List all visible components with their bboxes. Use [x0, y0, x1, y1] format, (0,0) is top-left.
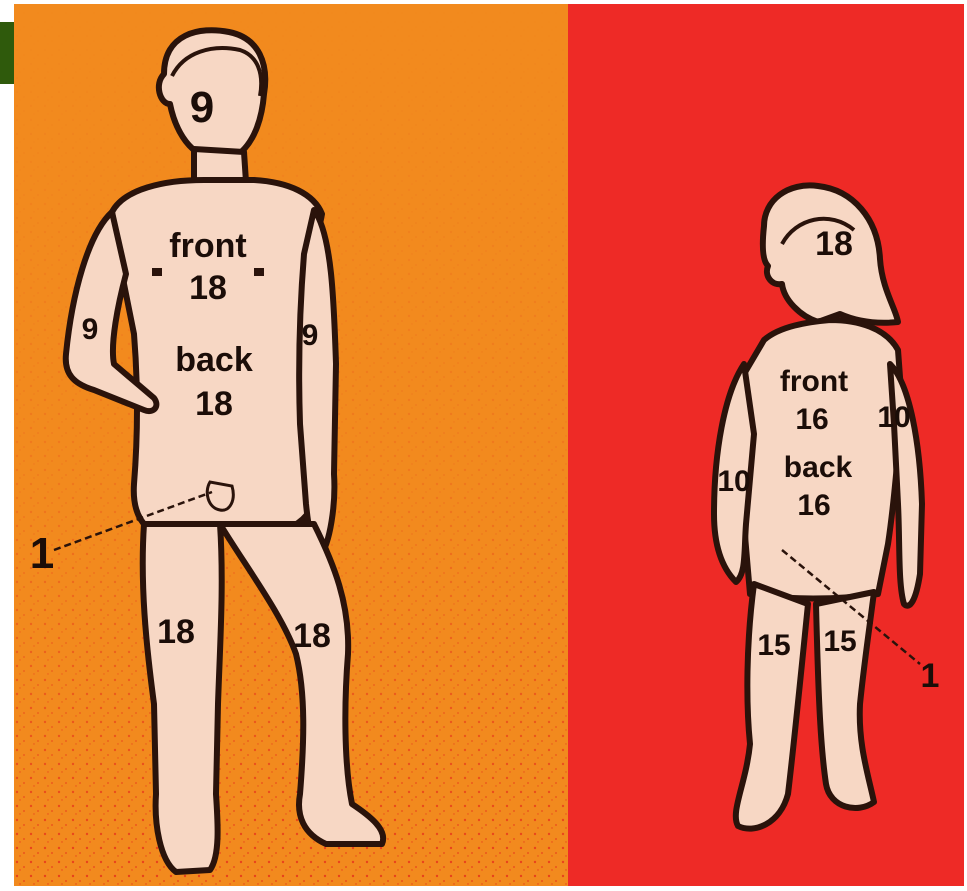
adult-chest-mark-right [254, 268, 264, 276]
child-back-label: back [784, 453, 852, 483]
adult-panel: 9 front 18 back 18 9 9 1 18 18 [14, 4, 568, 886]
adult-left-arm [299, 210, 336, 556]
child-head-percent: 18 [815, 227, 853, 261]
child-right-leg-percent: 15 [757, 631, 790, 661]
adult-front-percent: 18 [189, 271, 227, 305]
child-figure-drawing [568, 4, 964, 886]
adult-back-percent: 18 [195, 387, 233, 421]
child-back-percent: 16 [797, 491, 830, 521]
adult-right-leg-percent: 18 [157, 615, 195, 649]
child-front-label: front [780, 367, 848, 397]
adult-genital-percent: 1 [30, 532, 54, 576]
adult-right-leg [143, 524, 222, 872]
adult-front-label: front [169, 229, 246, 263]
adult-left-leg-percent: 18 [293, 619, 331, 653]
adult-chest-mark-left [152, 268, 162, 276]
child-right-arm-percent: 10 [717, 467, 750, 497]
child-panel: 18 front 16 back 16 10 10 1 15 15 [568, 4, 964, 886]
adult-back-label: back [175, 343, 253, 377]
corner-color-block [0, 22, 14, 84]
adult-genital-area [207, 482, 233, 510]
child-left-leg-percent: 15 [823, 627, 856, 657]
child-genital-percent: 1 [921, 659, 940, 693]
adult-head-percent: 9 [190, 86, 214, 130]
adult-figure-drawing [14, 4, 568, 886]
child-left-arm-percent: 10 [877, 403, 910, 433]
adult-right-arm-percent: 9 [82, 315, 99, 345]
adult-left-arm-percent: 9 [302, 321, 319, 351]
child-front-percent: 16 [795, 405, 828, 435]
